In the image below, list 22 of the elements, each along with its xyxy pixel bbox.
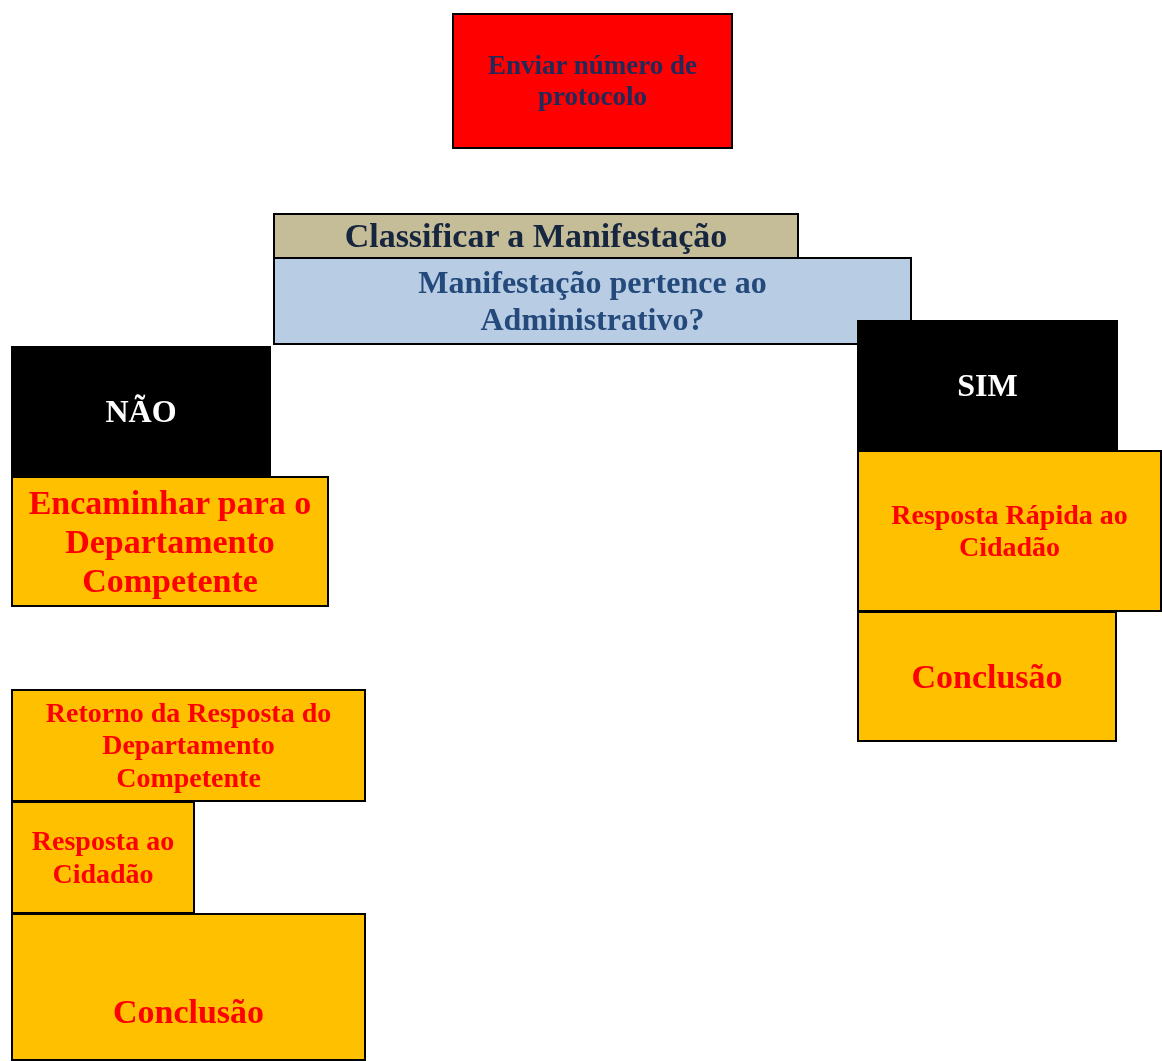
node-text: Enviar número de protocolo xyxy=(487,49,698,113)
process-box xyxy=(11,801,195,914)
answer-box xyxy=(11,346,271,477)
node-text: Conclusão xyxy=(112,992,265,1032)
process-box xyxy=(11,689,366,802)
node-text: Resposta Rápida ao Cidadão xyxy=(890,498,1129,564)
process-box xyxy=(857,450,1162,612)
node-text: Encaminhar para o Departamento Competente xyxy=(27,482,313,601)
process-box xyxy=(857,611,1117,742)
node-text: Resposta ao Cidadão xyxy=(30,825,176,890)
node-text: Retorno da Resposta do Departamento Competente xyxy=(44,697,333,794)
node-text: Manifestação pertence ao Administrativo? xyxy=(417,264,768,338)
node-text: SIM xyxy=(957,367,1018,404)
node-text: Conclusão xyxy=(911,656,1063,697)
process-box xyxy=(11,476,329,607)
process-box xyxy=(11,913,366,1061)
node-text: Classificar a Manifestação xyxy=(344,216,728,256)
header-band xyxy=(273,213,799,259)
decision-box xyxy=(273,257,912,345)
process-box xyxy=(452,13,733,149)
node-text: NÃO xyxy=(105,393,177,430)
answer-box xyxy=(857,320,1118,451)
